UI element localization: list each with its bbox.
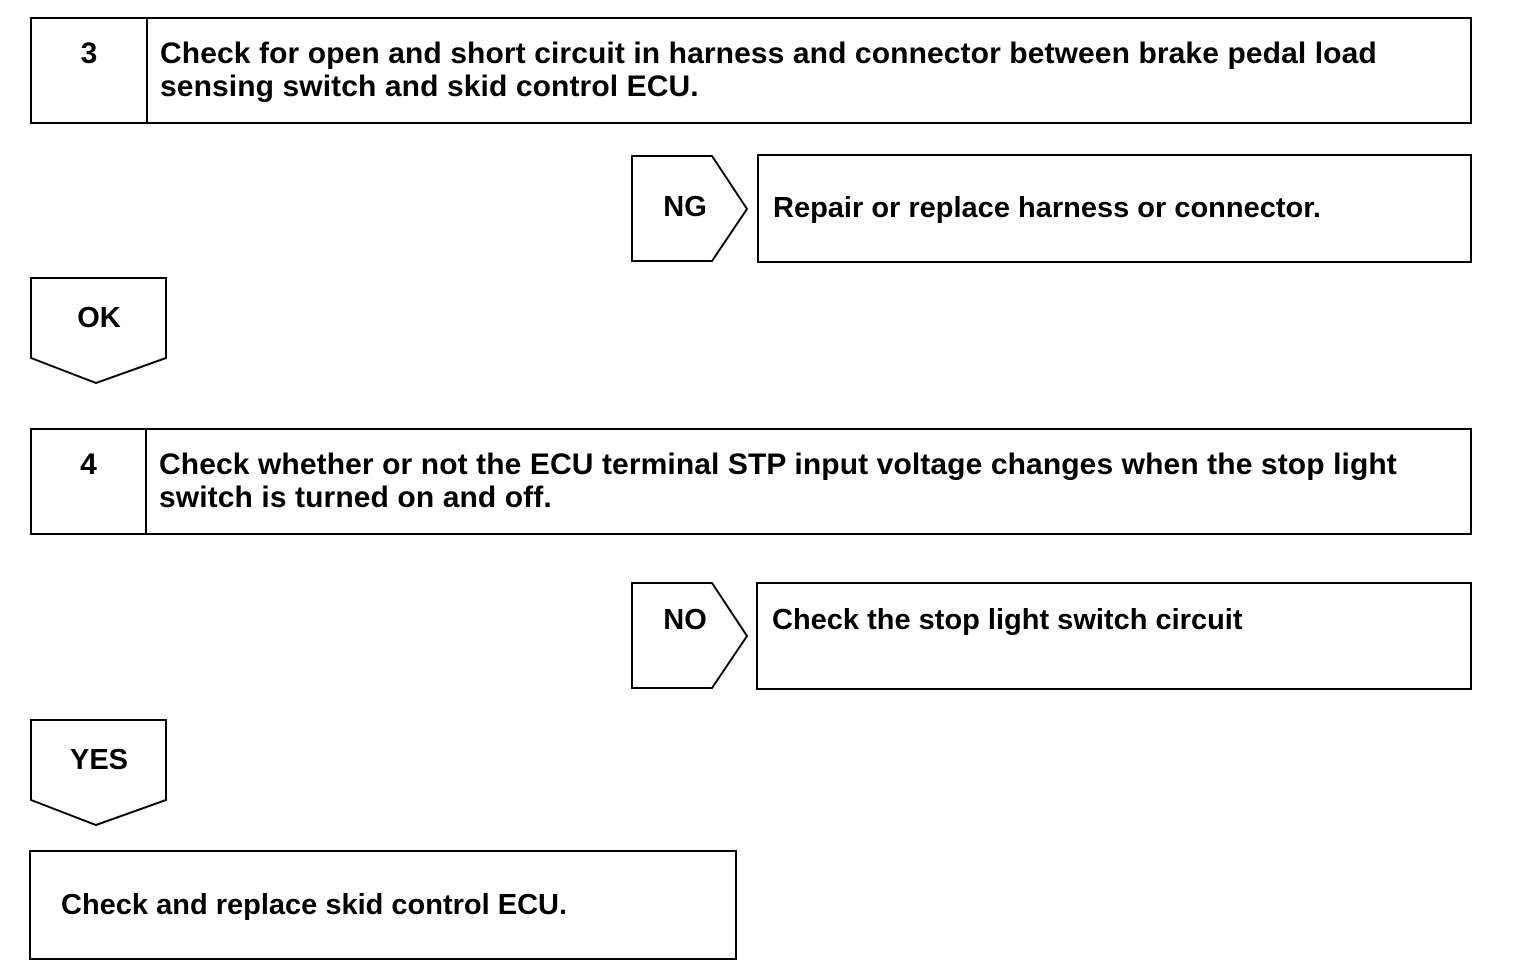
right-chevron-shape (631, 582, 749, 689)
no-result-text: Check the stop light switch circuit (772, 604, 1243, 636)
right-chevron-shape (631, 155, 749, 262)
down-chevron-shape (30, 719, 167, 827)
ng-result-box: Repair or replace harness or connector. (757, 154, 1472, 263)
final-result-text: Check and replace skid control ECU. (61, 888, 568, 921)
yes-label: YES (69, 744, 129, 776)
down-chevron-shape (30, 277, 167, 385)
final-result-box: Check and replace skid control ECU. (29, 850, 737, 960)
yes-arrow: YES (29, 718, 169, 828)
step-description: Check for open and short circuit in harn… (160, 37, 1377, 103)
ng-arrow: NG (630, 154, 750, 264)
step-number: 3 (32, 19, 148, 122)
no-arrow: NO (630, 581, 750, 691)
no-result-box: Check the stop light switch circuit (756, 582, 1472, 690)
step-3-box: 3 Check for open and short circuit in ha… (30, 17, 1472, 124)
ok-label: OK (77, 302, 121, 334)
no-label: NO (663, 604, 707, 636)
ng-label: NG (663, 191, 707, 223)
step-number: 4 (32, 430, 147, 533)
step-description: Check whether or not the ECU terminal ST… (159, 448, 1397, 514)
ok-arrow: OK (29, 276, 169, 386)
ng-result-text: Repair or replace harness or connector. (773, 192, 1321, 224)
step-4-box: 4 Check whether or not the ECU terminal … (30, 428, 1472, 535)
